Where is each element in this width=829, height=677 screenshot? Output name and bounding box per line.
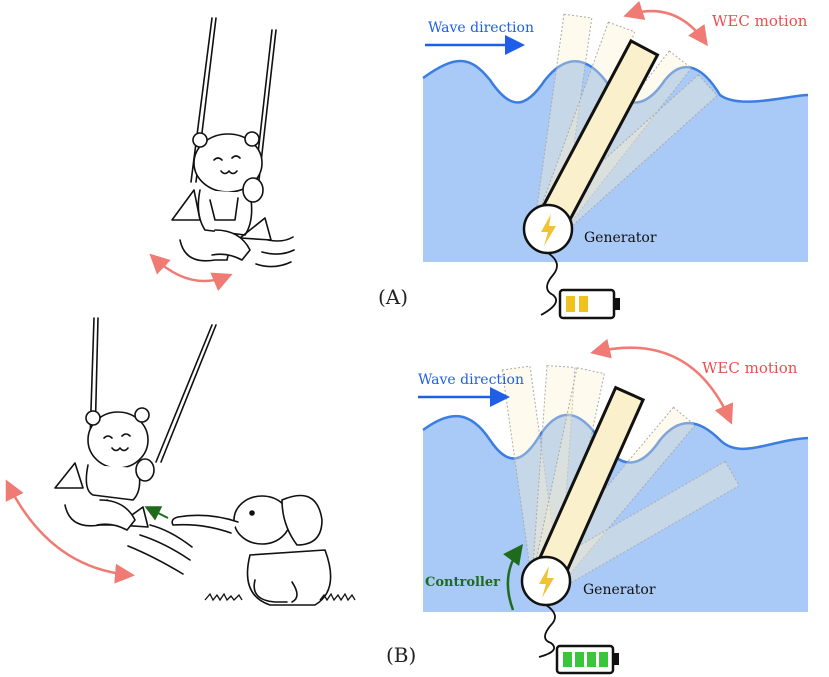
wave-line-a <box>422 59 809 104</box>
wave-direction-label-a: Wave direction <box>428 20 534 36</box>
bear-swing-illustration-b <box>54 317 217 575</box>
bolt-icon-a <box>541 214 556 246</box>
generator-label-b: Generator <box>583 582 656 598</box>
water-a <box>423 60 808 262</box>
wave-direction-label-b: Wave direction <box>418 372 524 388</box>
elephant-illustration <box>171 494 332 606</box>
cable-b <box>538 604 556 658</box>
battery-b <box>555 644 619 675</box>
wec-panel-a <box>422 0 809 320</box>
swing-motion-arrow-a <box>149 253 233 292</box>
wec-motion-label-b: WEC motion <box>702 359 798 377</box>
controller-label: Controller <box>425 575 500 590</box>
cable-a <box>540 252 558 316</box>
wec-motion-label-a: WEC motion <box>712 12 808 30</box>
swing-motion-arrow-b <box>5 479 135 584</box>
wec-panel-b <box>418 338 809 675</box>
panel-label-a: (A) <box>378 285 408 309</box>
battery-a <box>558 288 620 320</box>
bolt-icon-b <box>539 566 554 598</box>
bear-swing-illustration-a <box>171 17 295 268</box>
wec-motion-arrow-a <box>623 0 708 47</box>
grass <box>204 592 356 602</box>
generator-label-a: Generator <box>584 230 657 246</box>
controller-arrow <box>503 543 523 611</box>
push-arrow <box>144 506 169 521</box>
wec-motion-arrow-b <box>590 338 734 425</box>
panel-label-b: (B) <box>386 643 416 667</box>
